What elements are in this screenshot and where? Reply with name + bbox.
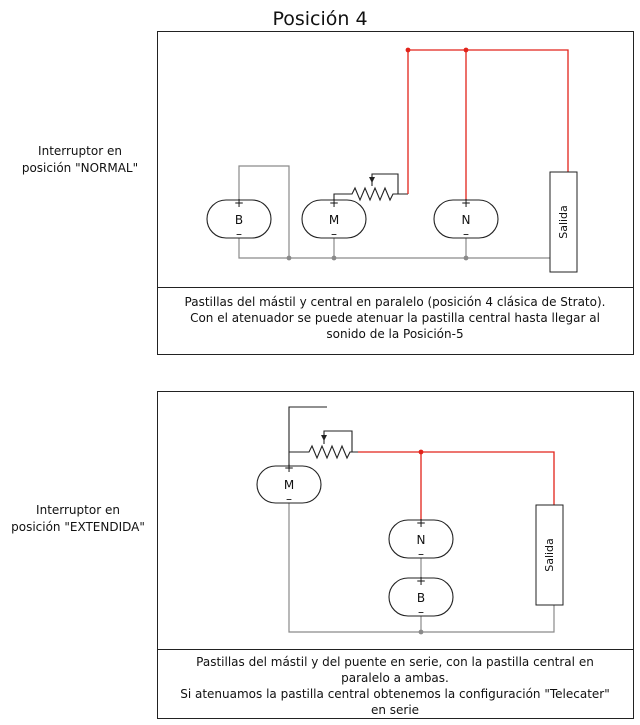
caption-normal-line3: sonido de la Posición-5 — [326, 327, 464, 341]
caption-extended-line4: en serie — [370, 703, 420, 717]
wiper-loop — [323, 430, 353, 452]
resistor-symbol — [333, 186, 408, 202]
ground-node — [418, 629, 424, 635]
caption-normal-line1: Pastillas del mástil y central en parale… — [184, 295, 606, 309]
caption-panel-normal — [157, 287, 634, 355]
page-title: Posición 4 — [272, 8, 368, 30]
output-label: Salida — [557, 205, 570, 239]
caption-extended-line2: paralelo a ambas. — [341, 671, 449, 685]
pickup-minus: – — [418, 605, 424, 619]
pickup-plus: + — [416, 516, 426, 530]
pickup-label: N — [462, 213, 471, 227]
switch-label-normal-line2: posición "NORMAL" — [21, 161, 139, 175]
caption-normal-line2: Con el atenuador se puede atenuar la pas… — [190, 311, 600, 325]
pickup-plus: + — [284, 461, 294, 475]
switch-label-extended-line1: Interruptor en — [36, 503, 120, 517]
ground-node — [331, 255, 337, 261]
ground-node — [286, 255, 292, 261]
pickup-plus: + — [329, 196, 339, 210]
switch-lead — [288, 406, 327, 466]
pickup-label: M — [284, 478, 294, 492]
pickup-plus: + — [461, 196, 471, 210]
pickup-b-extended: + B – — [388, 574, 454, 619]
caption-extended-line3: Si atenuamos la pastilla central obtenem… — [180, 687, 610, 701]
caption-panel-extended — [157, 649, 634, 719]
ground-wire-b-loop — [238, 165, 290, 258]
ground-wires-extended — [288, 503, 557, 635]
caption-normal: Pastillas del mástil y central en parale… — [157, 294, 633, 342]
pickup-label: B — [417, 591, 425, 605]
wiper-arrow-icon — [369, 177, 375, 183]
pickup-m-extended: + M – — [256, 461, 322, 506]
signal-wire-main — [407, 49, 569, 194]
pickup-minus: – — [418, 547, 424, 561]
pickup-m-normal: + M – — [301, 196, 367, 241]
pickup-label: M — [329, 213, 339, 227]
switch-label-normal-line1: Interruptor en — [38, 144, 122, 158]
pickup-plus: + — [416, 574, 426, 588]
ground-node — [463, 255, 469, 261]
pickup-n-normal: + N – — [433, 196, 499, 241]
signal-wires-normal — [405, 47, 571, 200]
signal-wire-main — [358, 451, 555, 514]
pickup-b-normal: + B – — [206, 196, 272, 241]
signal-wires-extended — [288, 406, 557, 520]
resistor-symbol — [289, 444, 358, 460]
pickup-minus: – — [331, 227, 337, 241]
signal-node — [405, 47, 411, 53]
pickup-minus: – — [236, 227, 242, 241]
signal-node — [463, 47, 469, 53]
pickup-n-extended: + N – — [388, 516, 454, 561]
output-label: Salida — [543, 538, 556, 572]
pickup-minus: – — [286, 492, 292, 506]
switch-label-extended: Interruptor en posición "EXTENDIDA" — [2, 502, 154, 536]
output-jack-extended: Salida — [535, 504, 564, 606]
ground-bus-normal — [238, 238, 568, 259]
pickup-plus: + — [234, 196, 244, 210]
switch-label-extended-line2: posición "EXTENDIDA" — [11, 520, 145, 534]
switch-label-normal: Interruptor en posición "NORMAL" — [10, 143, 150, 177]
output-jack-normal: Salida — [549, 171, 578, 273]
caption-extended: Pastillas del mástil y del puente en ser… — [157, 654, 633, 718]
pickup-minus: – — [463, 227, 469, 241]
pickup-label: N — [417, 533, 426, 547]
signal-node — [418, 449, 424, 455]
pickup-label: B — [235, 213, 243, 227]
caption-extended-line1: Pastillas del mástil y del puente en ser… — [196, 655, 594, 669]
ground-wires-normal — [238, 165, 571, 261]
attenuator-normal — [333, 173, 408, 202]
wiper-arrow-icon — [321, 435, 327, 441]
